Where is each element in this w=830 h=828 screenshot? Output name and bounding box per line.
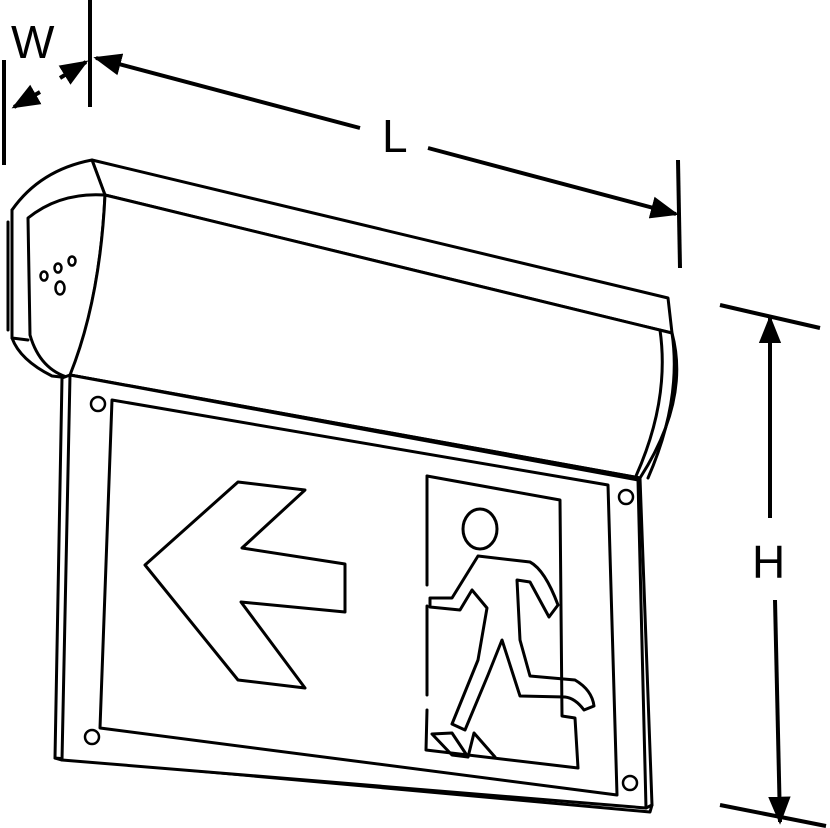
dimension-height <box>719 303 827 828</box>
running-man-icon <box>424 474 596 770</box>
height-label: H <box>752 536 785 588</box>
sign-housing <box>6 158 679 480</box>
width-label: W <box>11 16 55 68</box>
end-cap-vent-holes <box>39 255 77 296</box>
dimension-width <box>2 0 92 165</box>
dimension-length <box>93 53 682 269</box>
left-arrow-icon <box>143 480 347 690</box>
panel-screws <box>83 395 639 792</box>
sign-panel <box>53 373 654 814</box>
length-label: L <box>382 110 408 162</box>
